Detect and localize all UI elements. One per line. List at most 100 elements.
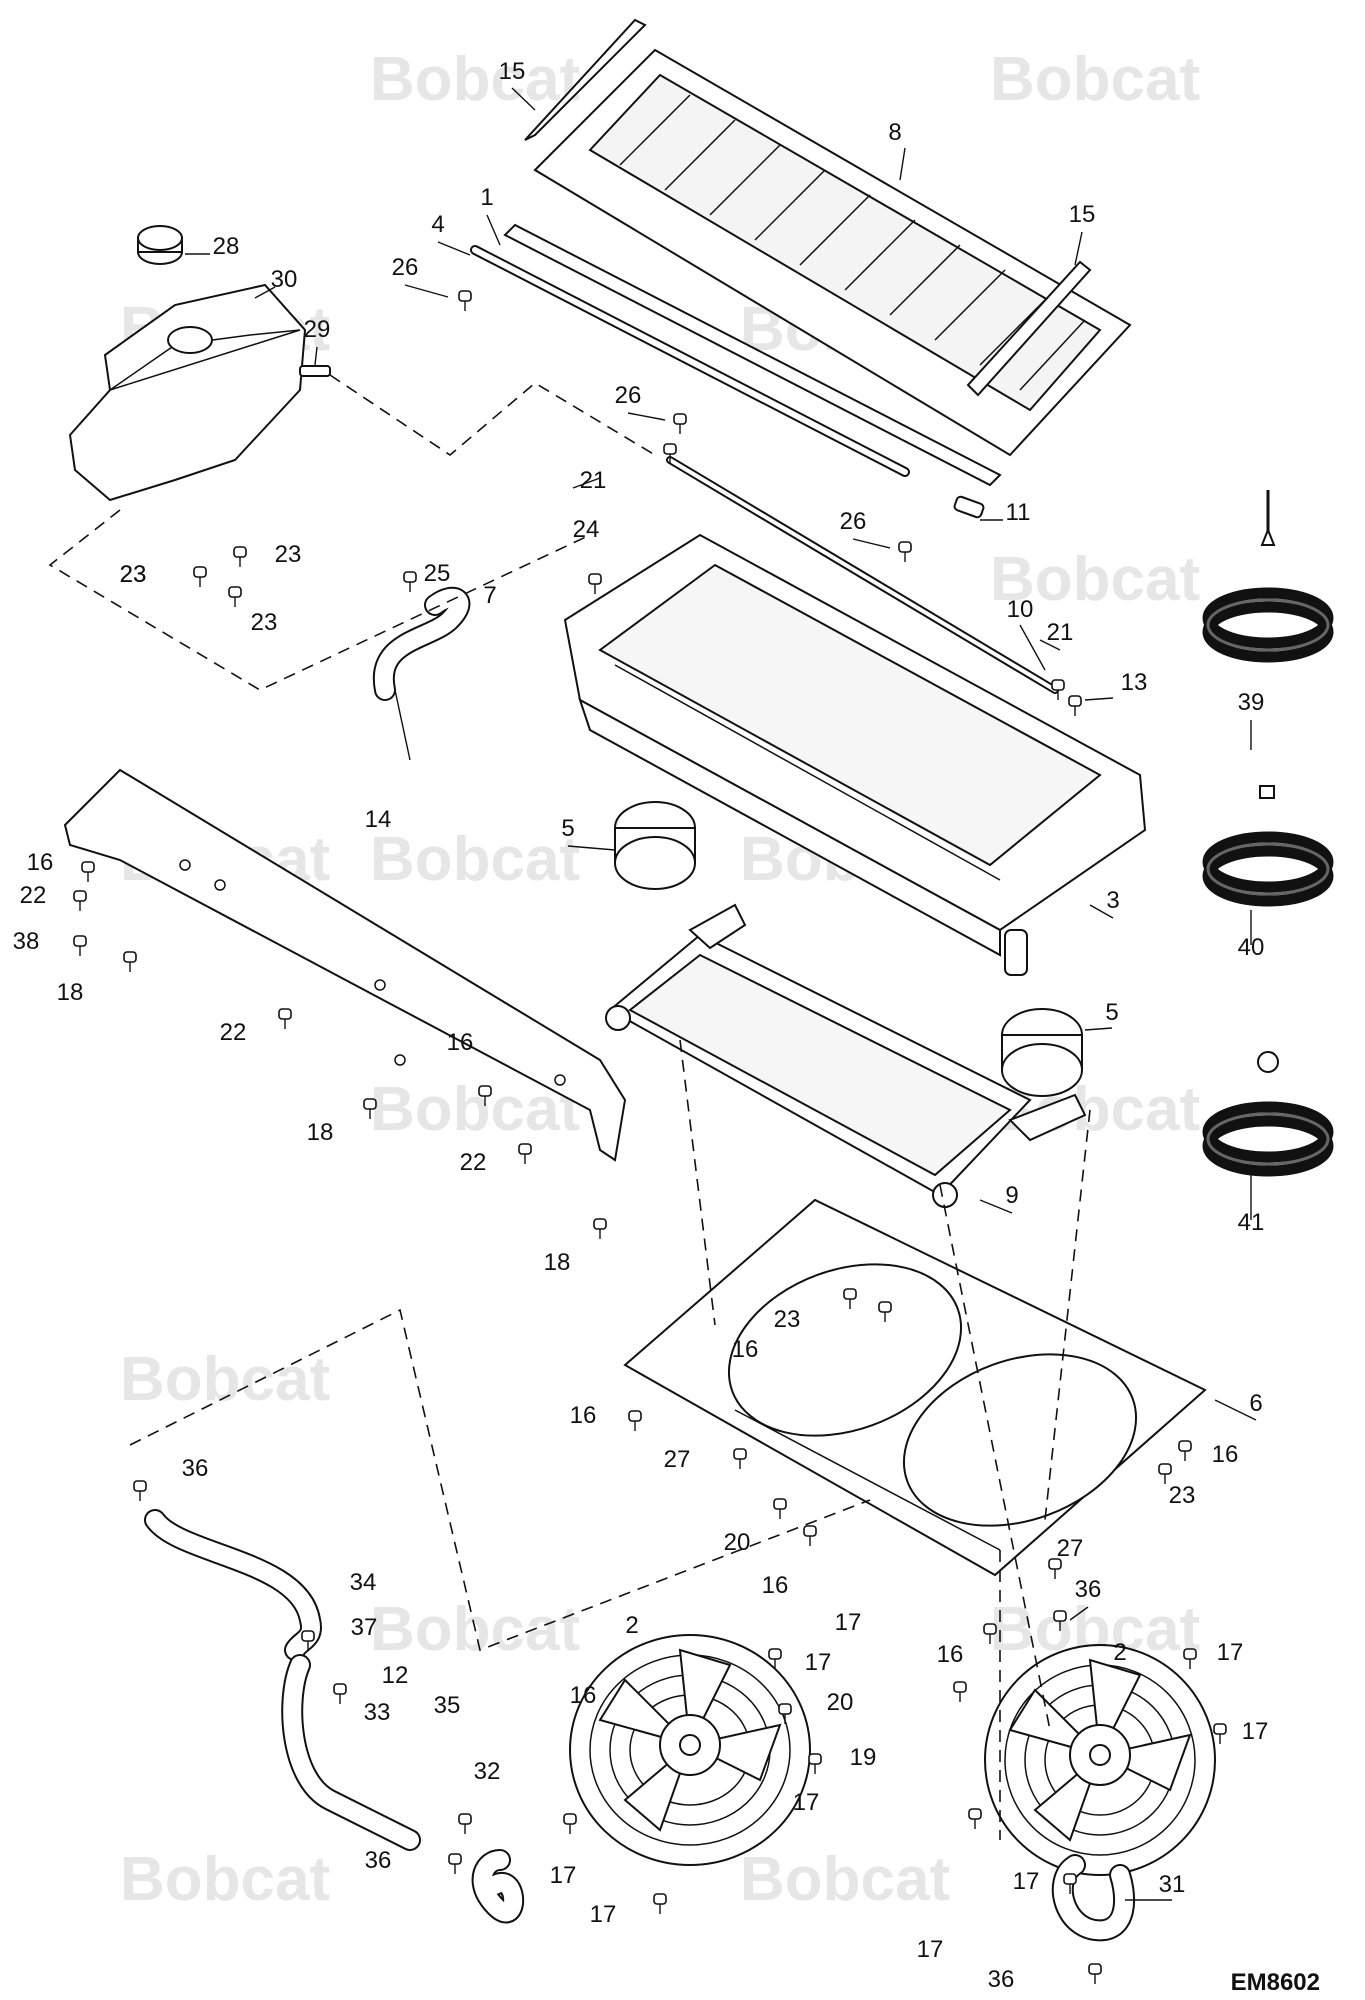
callout-16-21: 16 — [732, 1336, 759, 1363]
callout-14-15: 14 — [365, 806, 392, 833]
fasteners — [73, 290, 1227, 1984]
callout-2-1: 2 — [625, 1612, 638, 1639]
callout-23-47: 23 — [120, 561, 147, 588]
callout-17-30: 17 — [793, 1789, 820, 1816]
callout-16-24: 16 — [937, 1641, 964, 1668]
leader-15 — [567, 845, 616, 851]
leader-26 — [1069, 1606, 1089, 1621]
callout-11-12: 11 — [1006, 499, 1031, 526]
callout-22-43: 22 — [20, 882, 47, 909]
callout-26-55: 26 — [615, 382, 642, 409]
callout-16-19: 16 — [447, 1029, 474, 1056]
leader-1 — [437, 241, 471, 256]
watermark-5: Bobcat — [990, 545, 1200, 614]
fastener-21 — [878, 1301, 892, 1322]
callout-8-9: 8 — [888, 119, 901, 146]
fastener-3 — [663, 443, 677, 464]
fan-right — [984, 1644, 1216, 1876]
fastener-1 — [673, 413, 687, 434]
callout-36-68: 36 — [365, 1847, 392, 1874]
callout-16-18: 16 — [27, 849, 54, 876]
leader-9 — [627, 412, 666, 421]
callout-19-38: 19 — [850, 1744, 877, 1771]
callout-23-50: 23 — [1169, 1482, 1196, 1509]
coiled-hoses — [1202, 490, 1334, 1177]
callout-34-65: 34 — [350, 1569, 377, 1596]
callout-3-3: 3 — [1106, 887, 1119, 914]
fastener-10 — [1068, 695, 1082, 716]
fastener-27 — [803, 1525, 817, 1546]
callout-23-51: 23 — [120, 561, 147, 588]
document-code: EM8602 — [1231, 1969, 1320, 1996]
callout-17-26: 17 — [835, 1609, 862, 1636]
callout-16-20: 16 — [570, 1402, 597, 1429]
callout-17-27: 17 — [1217, 1639, 1244, 1666]
callout-28-59: 28 — [213, 233, 240, 260]
callout-16-22: 16 — [1212, 1441, 1239, 1468]
coil-39 — [1202, 490, 1334, 663]
fastener-4 — [193, 566, 207, 587]
callout-17-34: 17 — [590, 1901, 617, 1928]
callout-25-53: 25 — [424, 560, 451, 587]
fastener-18 — [518, 1143, 532, 1164]
callout-33-64: 33 — [364, 1699, 391, 1726]
fastener-42 — [458, 1813, 472, 1834]
leader-lines — [185, 87, 1257, 1901]
callout-17-29: 17 — [1242, 1718, 1269, 1745]
leader-16 — [1084, 1027, 1113, 1031]
fastener-19 — [593, 1218, 607, 1239]
callout-31-62: 31 — [1159, 1871, 1186, 1898]
fastener-25 — [1158, 1463, 1172, 1484]
callout-40-74: 40 — [1238, 934, 1265, 961]
leader-6 — [314, 346, 318, 366]
callout-35-66: 35 — [434, 1692, 461, 1719]
callout-18-35: 18 — [57, 979, 84, 1006]
callout-27-57: 27 — [664, 1446, 691, 1473]
callout-38-72: 38 — [13, 928, 40, 955]
fastener-29 — [983, 1623, 997, 1644]
watermark-1: Bobcat — [990, 45, 1200, 114]
watermark-15: Bobcat — [740, 1845, 950, 1914]
callout-41-75: 41 — [1238, 1209, 1265, 1236]
callout-22-44: 22 — [220, 1019, 247, 1046]
callout-21-41: 21 — [580, 467, 607, 494]
callout-20-39: 20 — [724, 1529, 751, 1556]
callout-labels: 1223455678910111213141515161616161616161… — [13, 58, 1269, 1993]
callout-37-71: 37 — [351, 1614, 378, 1641]
callout-39-73: 39 — [1238, 689, 1265, 716]
fastener-6 — [228, 586, 242, 607]
mounting-bracket — [63, 768, 627, 1162]
callout-36-70: 36 — [988, 1966, 1015, 1993]
callout-32-63: 32 — [474, 1758, 501, 1785]
fan-shroud — [623, 1198, 1207, 1577]
callout-6-7: 6 — [1249, 1390, 1262, 1417]
callout-17-28: 17 — [805, 1649, 832, 1676]
callout-22-45: 22 — [460, 1149, 487, 1176]
fastener-35 — [563, 1813, 577, 1834]
callout-17-32: 17 — [550, 1862, 577, 1889]
coil-40 — [1202, 785, 1334, 907]
callout-7-8: 7 — [483, 582, 496, 609]
leader-23 — [1214, 1399, 1257, 1421]
fastener-45 — [133, 1480, 147, 1501]
callout-21-42: 21 — [1047, 619, 1074, 646]
fastener-15 — [278, 1008, 292, 1029]
watermark-14: Bobcat — [120, 1845, 330, 1914]
fastener-9 — [1051, 679, 1065, 700]
callout-4-4: 4 — [431, 211, 444, 238]
fastener-17 — [363, 1098, 377, 1119]
callout-10-11: 10 — [1007, 596, 1034, 623]
fan-left — [569, 1634, 811, 1866]
top-shroud-assembly — [503, 18, 1132, 487]
leader-11 — [572, 477, 601, 489]
callout-36-69: 36 — [1075, 1576, 1102, 1603]
fastener-20 — [843, 1288, 857, 1309]
leader-24 — [979, 1199, 1013, 1214]
fastener-28 — [1048, 1558, 1062, 1579]
fastener-26 — [773, 1498, 787, 1519]
callout-23-49: 23 — [251, 609, 278, 636]
leader-8 — [404, 284, 449, 298]
leader-14 — [1084, 697, 1114, 701]
callout-17-31: 17 — [917, 1936, 944, 1963]
